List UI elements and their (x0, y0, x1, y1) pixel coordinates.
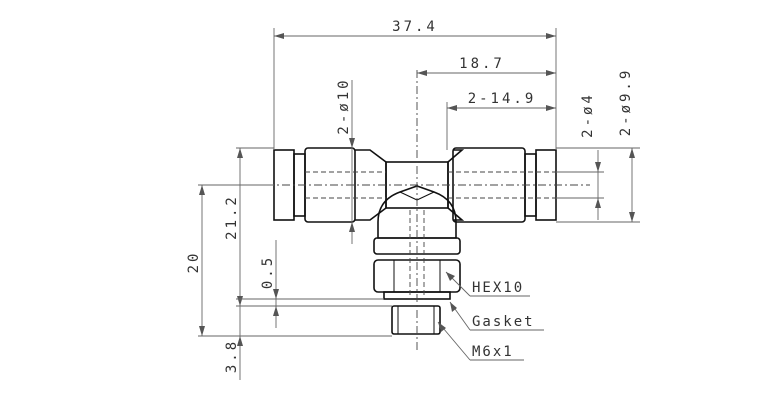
callout-gasket: Gasket (449, 301, 544, 331)
dim-inner-bore-label: 2-ø4 (580, 92, 596, 138)
dim-gasket-label: 0.5 (260, 255, 276, 289)
arrowhead (629, 212, 635, 222)
arrowhead (546, 105, 556, 111)
callout-thread-label: M6x1 (472, 344, 514, 360)
callout-gasket-label: Gasket (472, 314, 535, 330)
arrowhead (349, 138, 355, 148)
dim-tube-od: 2-ø10 (336, 77, 355, 244)
arrowhead (273, 289, 279, 299)
callout-hex: HEX10 (445, 271, 530, 297)
dome (377, 185, 457, 239)
arrowhead (417, 70, 427, 76)
arrowhead (237, 148, 243, 158)
dome-facet-right (416, 191, 435, 201)
arrowhead (199, 326, 205, 336)
dim-tube-od-label: 2-ø10 (336, 77, 352, 134)
dim-height-top: 21.2 (224, 147, 274, 306)
dim-height-top-label: 21.2 (224, 194, 240, 240)
dim-body-diameter-label: 2-ø9.9 (618, 68, 634, 137)
dim-port-offset: 2-14.9 (446, 91, 556, 150)
arrowhead (199, 185, 205, 195)
dim-half-width-label: 18.7 (459, 56, 505, 72)
arrowhead (237, 296, 243, 306)
arrowhead (629, 148, 635, 158)
dim-height-total: 20 (186, 184, 274, 336)
dim-inner-bore: 2-ø4 (556, 92, 604, 220)
arrowhead (273, 306, 279, 316)
arrowhead (595, 198, 601, 208)
dome-facet-left (399, 191, 418, 201)
center-lines (250, 70, 598, 350)
dim-half-width: 18.7 (417, 56, 556, 76)
dim-overall-width: 37.4 (273, 19, 557, 150)
arrowhead (438, 322, 446, 332)
arrowhead (450, 302, 457, 312)
arrowhead (546, 33, 556, 39)
dim-height-total-label: 20 (186, 251, 202, 274)
dim-overall-width-label: 37.4 (392, 19, 438, 35)
arrowhead (446, 272, 455, 281)
arrowhead (237, 336, 243, 346)
callout-hex-label: HEX10 (472, 280, 524, 296)
callout-thread: M6x1 (437, 321, 524, 361)
arrowhead (447, 105, 457, 111)
dim-thread-length: 3.8 (198, 306, 392, 380)
dim-gasket: 0.5 (236, 240, 392, 328)
dim-port-offset-label: 2-14.9 (468, 91, 537, 107)
dim-thread-length-label: 3.8 (224, 339, 240, 373)
arrowhead (546, 70, 556, 76)
arrowhead (595, 162, 601, 172)
arrowhead (349, 222, 355, 232)
thread-stud (391, 305, 441, 335)
arrowhead (274, 33, 284, 39)
dim-body-diameter: 2-ø9.9 (556, 68, 640, 223)
